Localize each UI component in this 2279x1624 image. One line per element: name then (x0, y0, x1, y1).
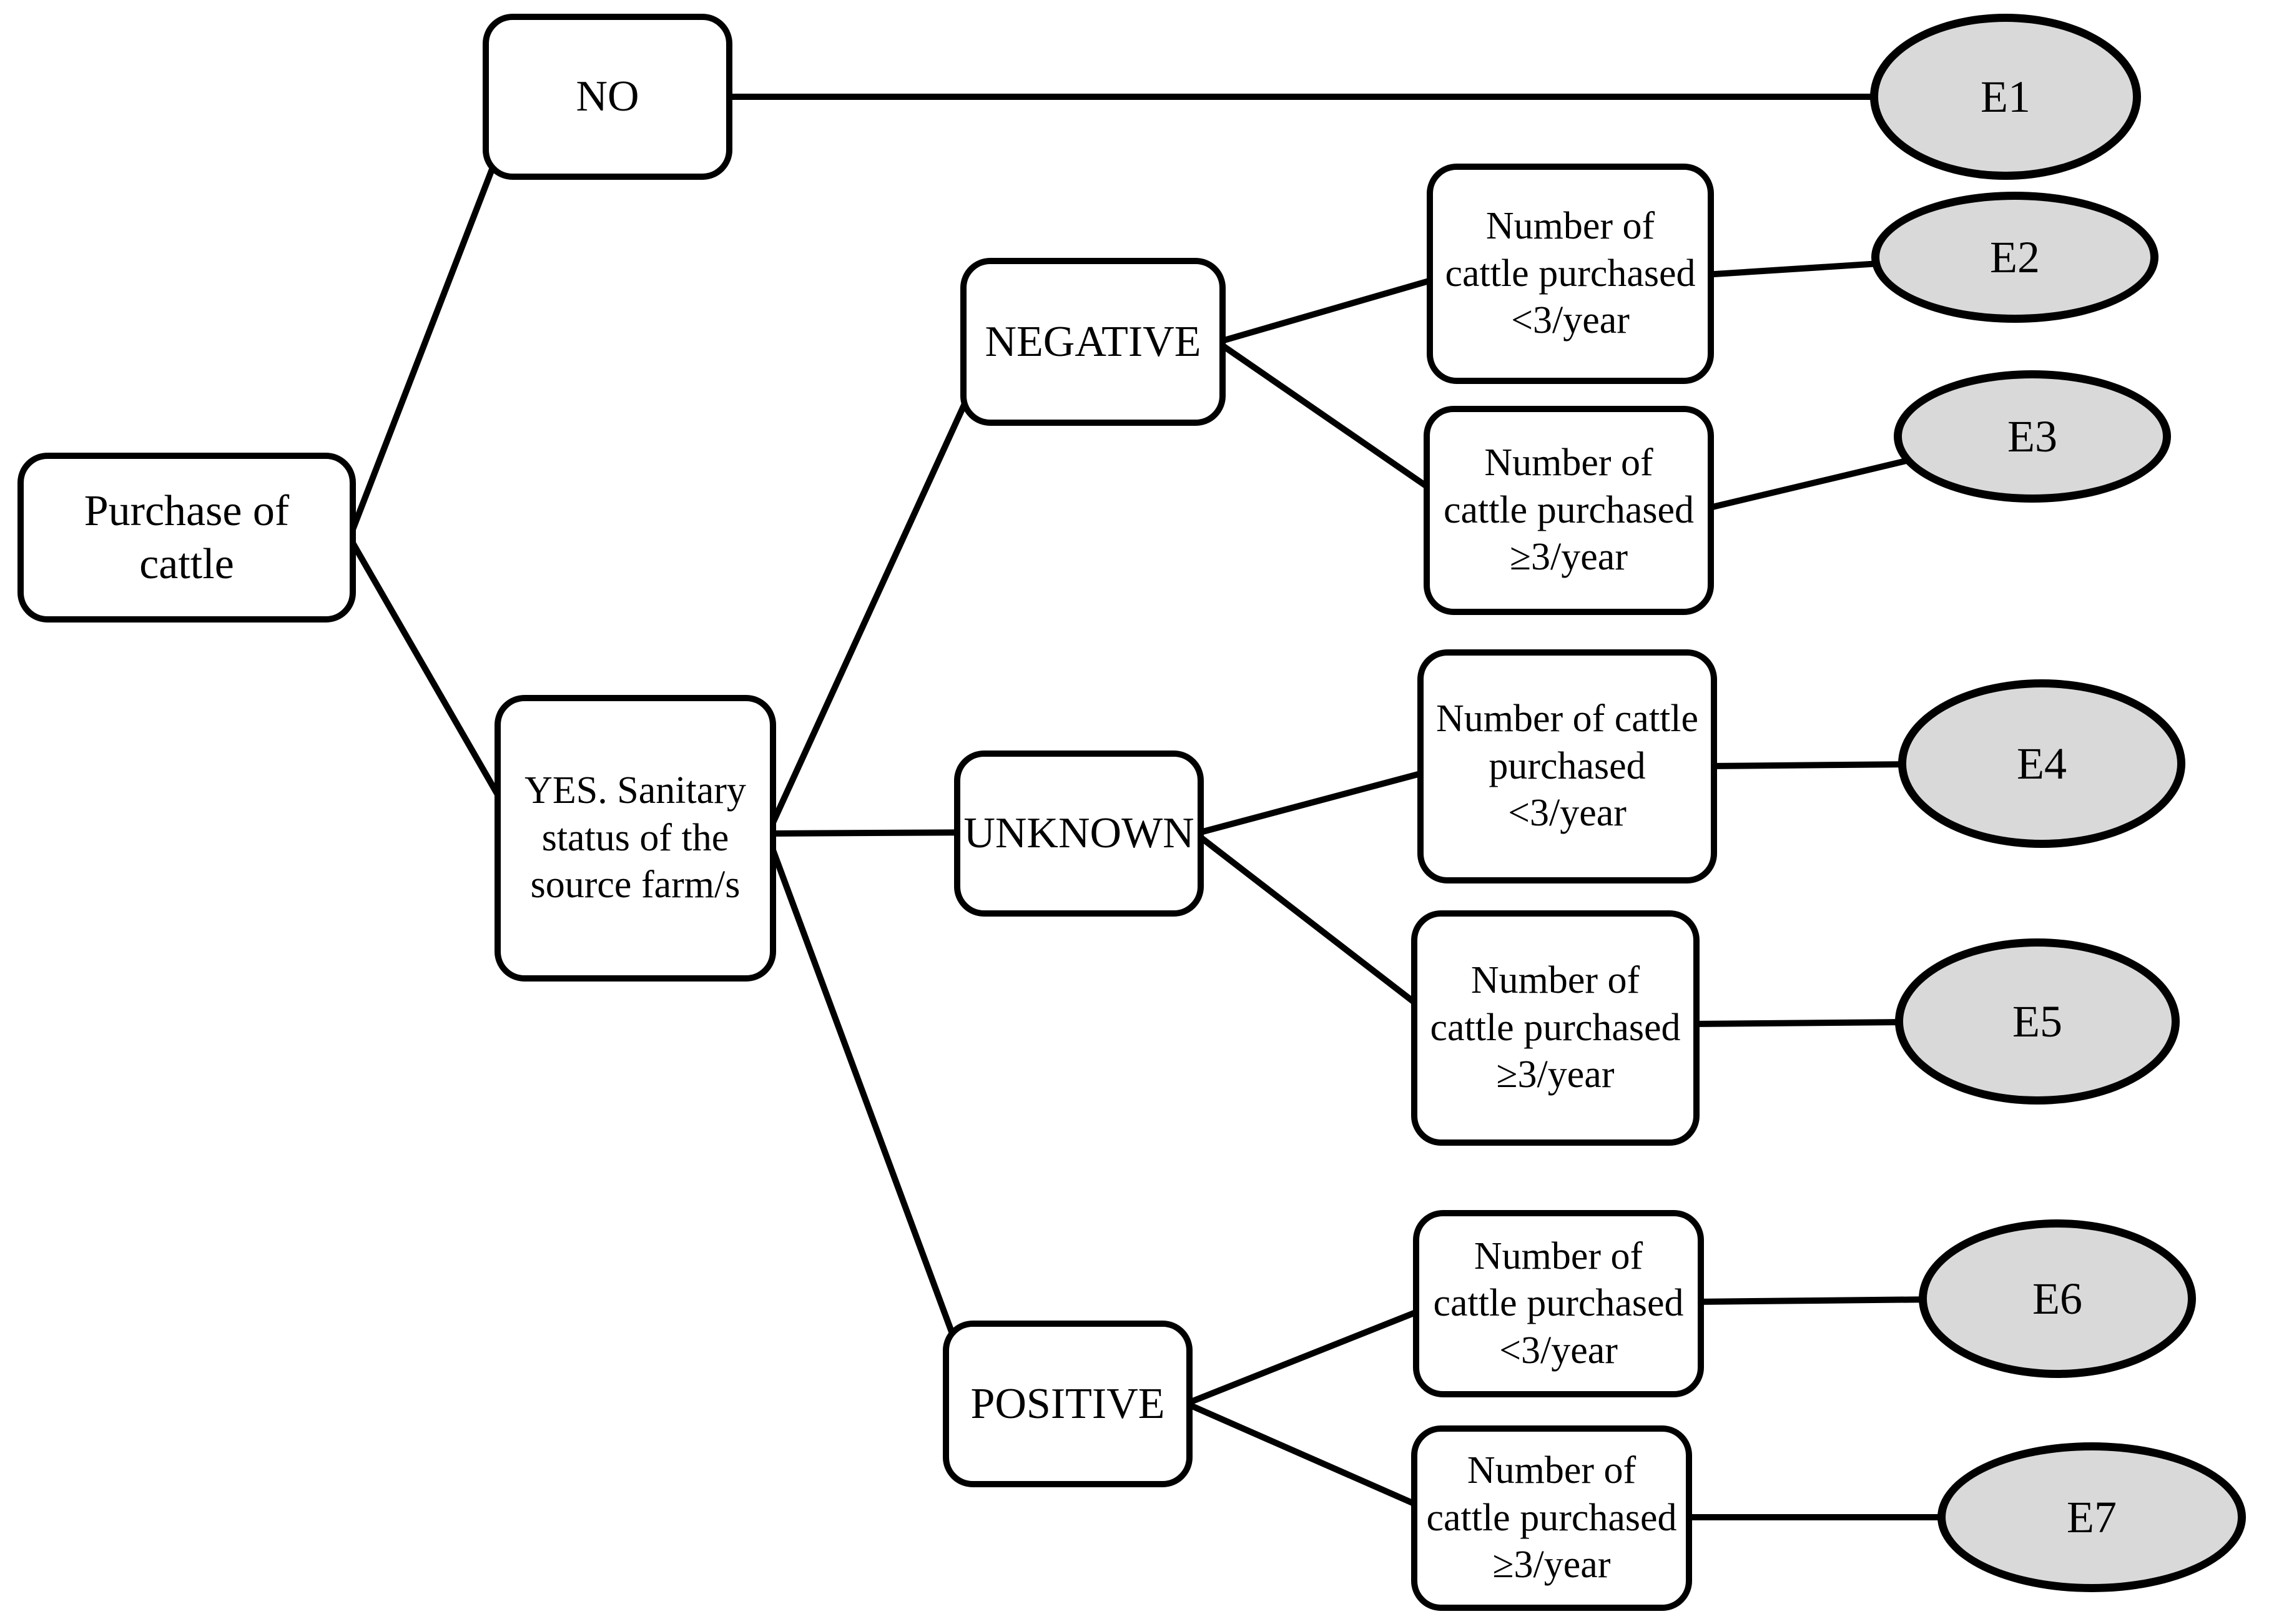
node-label: Number of cattle purchased ≥3/year (1430, 959, 1681, 1096)
connector-positive-lt3 (1185, 1299, 1444, 1407)
end-label: E1 (1981, 71, 2030, 122)
node-unknown-purchased-lt3: Number of cattle purchased <3/year (1417, 649, 1717, 883)
node-label: Number of cattle purchased <3/year (1435, 697, 1699, 835)
node-label: Purchase of cattle (84, 486, 290, 588)
node-label: Number of cattle purchased <3/year (1433, 1234, 1684, 1372)
connector-root-no (347, 149, 503, 539)
end-label: E3 (2007, 411, 2057, 461)
node-unknown: UNKNOWN (954, 750, 1204, 917)
node-positive: POSITIVE (943, 1321, 1193, 1487)
end-label: E6 (2032, 1273, 2082, 1324)
node-label: NO (576, 72, 639, 121)
connector-negative-lt3 (1216, 270, 1456, 345)
node-label: NEGATIVE (985, 317, 1201, 366)
node-negative: NEGATIVE (960, 258, 1226, 426)
end-label: E2 (1990, 232, 2040, 282)
end-node-e4: E4 (1898, 679, 2185, 848)
node-label: YES. Sanitary status of the source farm/… (524, 769, 746, 907)
node-no: NO (483, 14, 732, 180)
node-negative-purchased-lt3: Number of cattle purchased <3/year (1427, 164, 1714, 384)
end-label: E7 (2067, 1492, 2117, 1542)
node-label: Number of cattle purchased <3/year (1445, 205, 1696, 342)
node-negative-purchased-ge3: Number of cattle purchased ≥3/year (1424, 406, 1714, 615)
end-node-e1: E1 (1870, 14, 2141, 180)
node-label: Number of cattle purchased ≥3/year (1426, 1449, 1677, 1587)
end-node-e6: E6 (1919, 1219, 2196, 1378)
end-node-e7: E7 (1937, 1442, 2246, 1592)
node-label: POSITIVE (970, 1379, 1165, 1428)
connector-root-yes (347, 536, 521, 832)
node-label: Number of cattle purchased ≥3/year (1443, 441, 1695, 579)
node-label: UNKNOWN (963, 809, 1194, 858)
end-label: E4 (2017, 738, 2067, 789)
node-purchase-of-cattle: Purchase of cattle (17, 453, 356, 623)
connector-yes-positive (765, 835, 977, 1394)
connector-unknown-lt3 (1194, 763, 1450, 837)
end-node-e3: E3 (1894, 370, 2171, 503)
connector-yes-negative (765, 354, 990, 835)
node-yes-sanitary-status: YES. Sanitary status of the source farm/… (495, 695, 776, 982)
node-positive-purchased-lt3: Number of cattle purchased <3/year (1413, 1210, 1704, 1397)
node-positive-purchased-ge3: Number of cattle purchased ≥3/year (1411, 1425, 1692, 1611)
end-node-e5: E5 (1895, 938, 2180, 1105)
connector-negative-ge3 (1216, 339, 1457, 509)
end-label: E5 (2012, 996, 2062, 1046)
connector-yes-unknown (767, 829, 987, 837)
end-node-e2: E2 (1871, 192, 2158, 323)
connector-unknown-ge3 (1193, 831, 1445, 1026)
connector-positive-ge3 (1184, 1400, 1444, 1519)
node-unknown-purchased-ge3: Number of cattle purchased ≥3/year (1411, 910, 1700, 1146)
